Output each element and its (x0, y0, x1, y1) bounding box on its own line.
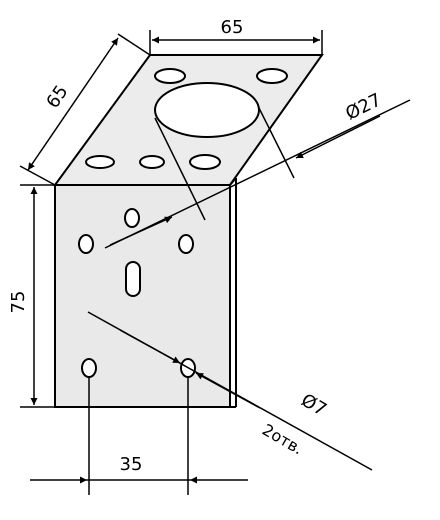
dim-hole-spacing-label: 35 (120, 454, 143, 475)
front-plate (54, 177, 237, 408)
slot-hole (154, 68, 186, 84)
round-hole (124, 208, 140, 228)
dim-big-hole-label: Ø27 (342, 89, 385, 124)
slot-hole (139, 155, 165, 169)
slot-hole (85, 155, 115, 169)
round-hole (81, 358, 97, 378)
slot-hole (256, 68, 288, 84)
plate-holes (78, 208, 196, 378)
dim-height-label: 75 (8, 291, 29, 314)
vertical-slot (125, 261, 141, 297)
round-hole (178, 234, 194, 254)
dim-height: 75 (8, 184, 55, 408)
dim-small-hole-label: Ø7 (297, 390, 330, 421)
dim-hole-spacing: 35 (30, 377, 248, 495)
flange-holes (85, 68, 288, 170)
dim-slant-depth-label: 65 (42, 82, 72, 113)
dim-top-width: 65 (149, 17, 323, 55)
big-hole (154, 82, 260, 138)
dim-top-width-label: 65 (221, 17, 244, 38)
slot-hole (189, 154, 221, 170)
round-hole (78, 234, 94, 254)
hole-count-note: 2отв. (259, 420, 306, 458)
